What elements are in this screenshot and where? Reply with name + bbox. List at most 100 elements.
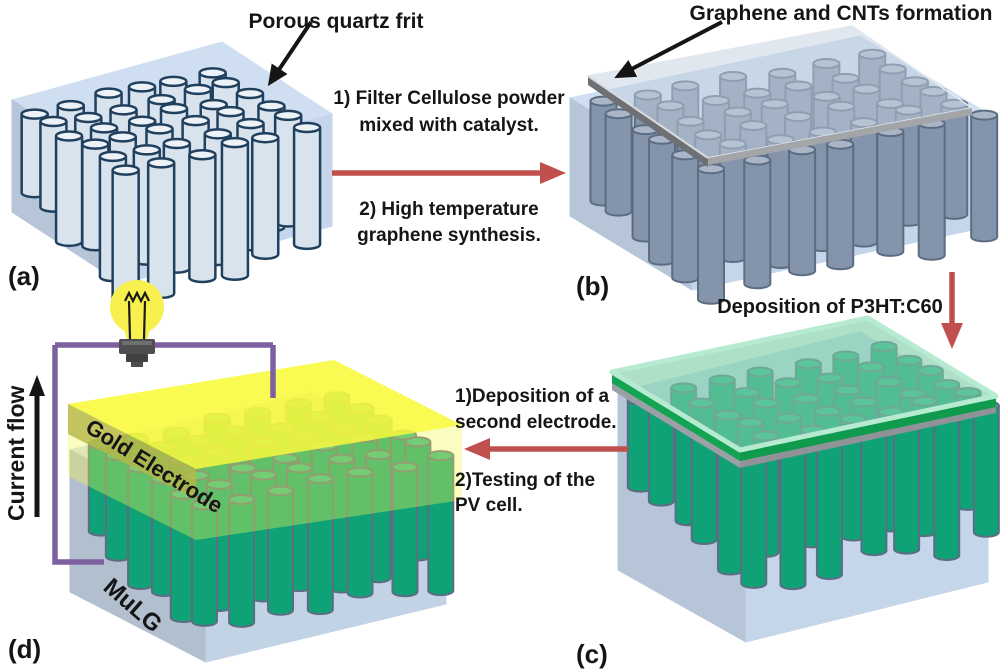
pillar-top	[98, 150, 128, 163]
pillar-top	[188, 149, 217, 161]
pillar	[54, 135, 84, 248]
pillar	[391, 466, 419, 598]
pillar	[146, 162, 176, 300]
step-ab-2-line1: 2) High temperature	[359, 199, 538, 220]
pillar-top	[159, 75, 188, 88]
pillar	[826, 144, 855, 271]
pillar-top	[132, 144, 162, 156]
panel-label-c: (c)	[576, 639, 608, 669]
pillar-top	[404, 436, 432, 448]
pillar-top	[257, 100, 286, 112]
current-flow-arrow	[29, 375, 45, 517]
pillar	[671, 154, 700, 284]
pillar-top	[250, 469, 278, 481]
pillar-top	[696, 163, 725, 175]
pillar-top	[181, 114, 210, 127]
pillar-top	[235, 87, 265, 100]
pillar-top	[203, 128, 233, 140]
pillar-top	[56, 99, 85, 112]
pillar-top	[127, 115, 157, 128]
pillar-top	[199, 98, 228, 111]
step-cd-2-line2: PV cell.	[455, 495, 523, 516]
pillar	[690, 436, 718, 546]
step-ab-1-line1: 1) Filter Cellulose powder	[333, 88, 565, 109]
pillar-top	[273, 109, 303, 122]
pillar	[860, 430, 888, 557]
panel-a-porous-quartz-frit	[10, 41, 334, 309]
pillar-top	[108, 131, 137, 143]
pillar-top	[328, 453, 356, 465]
pillar	[267, 490, 295, 616]
pillar-top	[286, 462, 314, 474]
callout-porous-quartz-frit: Porous quartz frit	[248, 10, 423, 33]
pillar-top	[89, 122, 119, 134]
caption-p3ht-deposition: Deposition of P3HT:C60	[717, 296, 943, 318]
callout-arrow-graphene	[614, 20, 723, 79]
pillar	[696, 168, 725, 305]
pillar-top	[74, 111, 103, 124]
panel-d-pv-cell	[68, 360, 462, 663]
pillar	[306, 478, 334, 616]
bulb-socket-tip	[131, 362, 143, 367]
light-bulb-icon	[110, 280, 164, 367]
pillar-top	[251, 131, 280, 144]
pillar-top	[236, 117, 265, 130]
pillar	[188, 154, 217, 284]
circuit-wire	[52, 342, 276, 565]
pillar-top	[229, 462, 257, 474]
pillar-top	[147, 93, 176, 106]
pillar-top	[220, 136, 250, 149]
pillar-top	[970, 109, 999, 121]
pillar	[427, 455, 455, 597]
pillar-top	[228, 493, 256, 505]
pillar	[648, 139, 677, 266]
step-ab-1-line2: mixed with catalyst.	[359, 115, 539, 136]
pillar-top	[427, 450, 455, 462]
pillar	[604, 113, 633, 217]
pillar-top	[159, 102, 189, 115]
pillar-top	[391, 461, 419, 473]
pillar	[743, 160, 772, 290]
pillar	[190, 504, 218, 627]
pillar	[893, 422, 921, 555]
pillar-top	[292, 121, 322, 134]
pillar-top	[211, 76, 240, 89]
pillar	[788, 149, 817, 277]
pillar-top	[81, 138, 110, 150]
pillar-top	[162, 137, 192, 150]
step-ab-2-line2: graphene synthesis.	[357, 225, 541, 246]
callout-graphene-cnts-formation: Graphene and CNTs formation	[690, 2, 993, 25]
pillar-top	[364, 449, 392, 461]
pillar-top	[205, 478, 233, 490]
panel-label-a: (a)	[8, 261, 40, 291]
pillar-top	[94, 87, 123, 99]
step-cd-1-line2: second electrode.	[455, 412, 617, 433]
panel-label-b: (b)	[576, 271, 609, 301]
pillar	[933, 416, 961, 561]
pillar-top	[306, 473, 334, 485]
pillar	[972, 405, 1000, 538]
pillar	[876, 131, 905, 257]
pillar-top	[190, 499, 218, 511]
step-cd-1-line1: 1)Deposition of a	[455, 386, 610, 407]
current-flow-label: Current flow	[3, 385, 29, 521]
pillar-top	[111, 164, 140, 176]
pillar-top	[145, 123, 174, 135]
panel-label-d: (d)	[8, 634, 41, 664]
pillar	[849, 122, 878, 248]
pillar	[970, 115, 999, 243]
circuit	[52, 280, 276, 565]
pillar-top	[109, 104, 138, 116]
pillar-top	[346, 466, 374, 478]
callout-arrow-quartz	[267, 20, 313, 87]
pillar-top	[39, 115, 68, 128]
pillar-top	[146, 157, 176, 169]
pillar	[815, 439, 843, 581]
pillar	[346, 472, 374, 599]
pillar	[220, 142, 250, 281]
bulb-socket-step	[126, 354, 148, 362]
pillar-top	[183, 83, 213, 96]
bulb-filament	[124, 290, 150, 340]
